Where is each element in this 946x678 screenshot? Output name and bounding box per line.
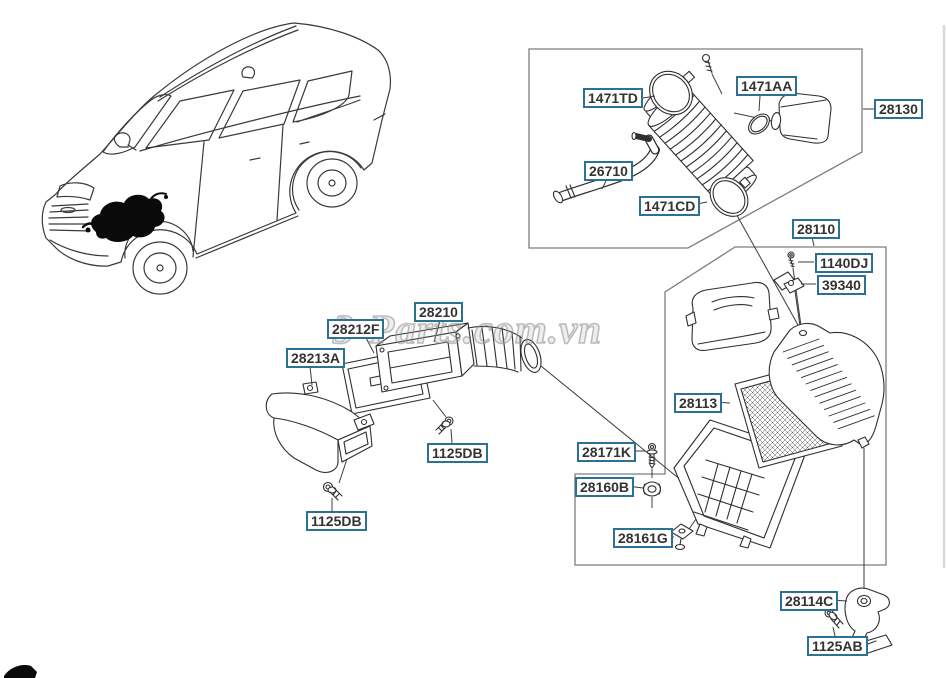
bolt-28171k xyxy=(646,442,658,469)
air-duct-assembly-drawing xyxy=(265,322,542,501)
intake-duct-28210 xyxy=(375,322,542,393)
part-label-39340[interactable]: 39340 xyxy=(817,275,866,295)
part-label-1471cd[interactable]: 1471CD xyxy=(639,196,701,216)
bolt-glyph-top xyxy=(701,53,713,74)
part-label-28212f[interactable]: 28212F xyxy=(327,319,385,339)
part-label-1471aa[interactable]: 1471AA xyxy=(736,76,798,96)
part-label-28160b[interactable]: 28160B xyxy=(575,477,635,497)
air-cleaner-assembly-drawing xyxy=(642,251,885,551)
part-label-26710[interactable]: 26710 xyxy=(584,161,633,181)
air-cleaner-upper-housing xyxy=(768,322,885,449)
intake-hose-assembly-drawing xyxy=(552,53,832,217)
car-illustration xyxy=(41,22,392,295)
engine-bay-highlight xyxy=(85,194,168,242)
grommet-28160b xyxy=(642,481,662,497)
air-cleaner-cover xyxy=(685,281,780,351)
hose-clamp-1471aa xyxy=(748,113,770,135)
part-label-28171k[interactable]: 28171K xyxy=(577,442,637,462)
part-label-1125db-guide[interactable]: 1125DB xyxy=(306,511,367,531)
part-label-28114c[interactable]: 28114C xyxy=(780,591,839,611)
part-label-28161g[interactable]: 28161G xyxy=(613,528,673,548)
part-label-28213a[interactable]: 28213A xyxy=(286,348,346,368)
part-label-28210[interactable]: 28210 xyxy=(414,302,463,322)
mount-28161g xyxy=(670,523,694,551)
breather-hose-26710 xyxy=(552,131,660,204)
part-label-1471td[interactable]: 1471TD xyxy=(583,88,643,108)
part-label-1125ab[interactable]: 1125AB xyxy=(807,636,868,656)
corner-logo-fragment xyxy=(4,665,37,678)
bolt-1125db-upper xyxy=(435,416,454,435)
part-label-28110[interactable]: 28110 xyxy=(792,219,841,239)
intake-resonator xyxy=(770,92,832,144)
part-label-28130[interactable]: 28130 xyxy=(874,99,923,119)
bolt-1125ab xyxy=(824,608,844,629)
part-label-1140dj[interactable]: 1140DJ xyxy=(815,253,874,273)
label-leader-lines xyxy=(309,95,874,637)
maf-sensor-39340 xyxy=(773,271,805,294)
part-label-1125db-duct[interactable]: 1125DB xyxy=(427,443,488,463)
section-box-intake-hose xyxy=(528,48,863,249)
bolt-1140dj xyxy=(787,251,795,268)
air-guide-28213a xyxy=(265,381,375,473)
section-boxes xyxy=(528,48,887,566)
section-box-air-cleaner xyxy=(574,246,887,566)
hose-clamp-1471td xyxy=(649,70,696,116)
hose-clamp-1471cd xyxy=(709,176,751,217)
part-label-28113[interactable]: 28113 xyxy=(674,393,723,413)
bolt-1125db-lower xyxy=(322,481,343,501)
